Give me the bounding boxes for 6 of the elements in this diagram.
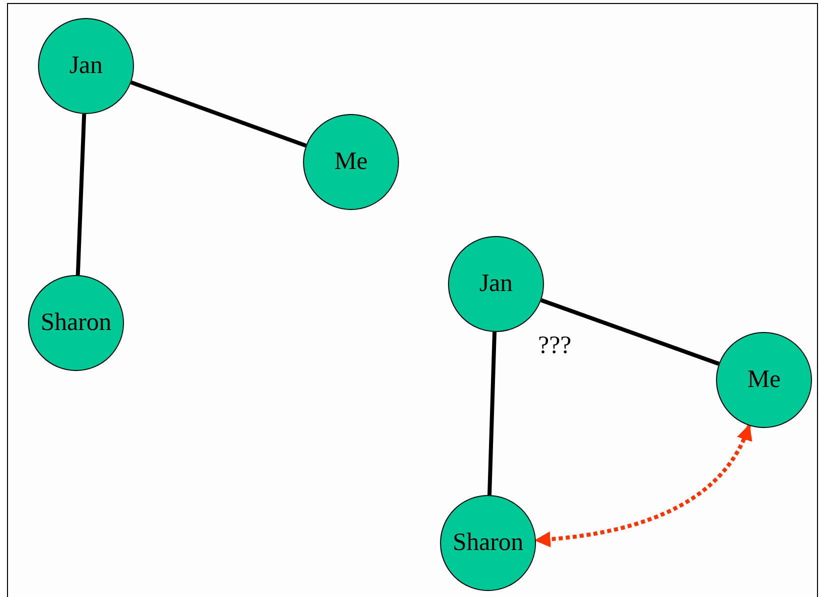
note-text: ???: [538, 332, 572, 360]
connector-line: [130, 80, 307, 148]
connector-line: [487, 332, 497, 496]
connector-line: [540, 298, 720, 366]
arrow: [534, 424, 752, 548]
connector-line: [76, 114, 86, 276]
